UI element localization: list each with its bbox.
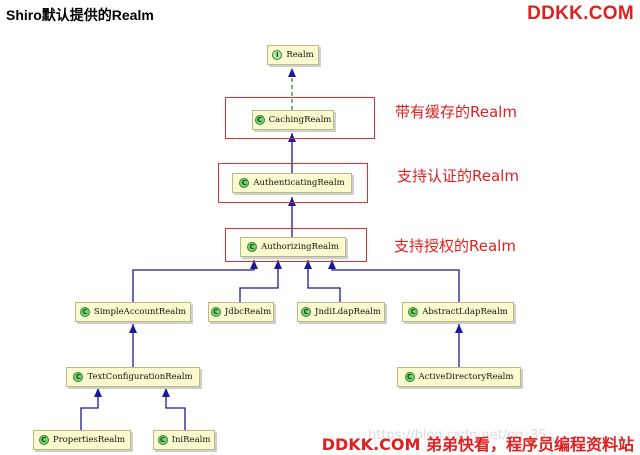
class-node-jndi-ldap-realm[interactable]: C JndiLdapRealm (297, 302, 385, 322)
class-node-label: AuthorizingRealm (261, 242, 339, 252)
extends-edge-simple-account (132, 260, 258, 302)
extends-edge-abstract-ldap (328, 260, 460, 302)
authenticating-annotation: 支持认证的Realm (397, 167, 519, 185)
class-node-label: CachingRealm (268, 115, 332, 125)
class-icon: C (301, 307, 312, 317)
watermark-url: https://blog.csdn.net/qq_35... (368, 428, 560, 443)
class-icon: C (157, 435, 168, 445)
class-node-label: AbstractLdapRealm (422, 307, 508, 317)
extends-edge-jdbc (239, 260, 282, 302)
class-node-text-configuration-realm[interactable]: C TextConfigurationRealm (66, 367, 200, 387)
class-node-label: TextConfigurationRealm (87, 372, 193, 382)
footer-banner: DDKK.COM 弟弟快看，程序员编程资料站 (322, 431, 634, 455)
authorizing-highlight-box (225, 228, 367, 262)
extends-edge-jndi-ldap (304, 260, 341, 302)
class-node-realm[interactable]: I Realm (267, 45, 319, 65)
class-icon: C (210, 307, 221, 317)
class-node-label: JdbcRealm (224, 307, 272, 317)
class-icon: C (408, 307, 419, 317)
footer-tagline: 弟弟快看，程序员编程资料站 (420, 435, 634, 454)
class-node-label: IniRealm (171, 435, 211, 445)
class-node-simple-account-realm[interactable]: C SimpleAccountRealm (75, 302, 191, 322)
caching-annotation: 带有缓存的Realm (395, 103, 517, 121)
extends-edge-ini (162, 388, 186, 430)
brand-logo: DDKK.COM (527, 3, 634, 24)
page-title: Shiro默认提供的Realm (6, 7, 154, 23)
authorizing-annotation: 支持授权的Realm (394, 237, 516, 255)
class-node-label: PropertiesRealm (52, 435, 126, 445)
class-icon: C (73, 372, 84, 382)
class-node-caching-realm[interactable]: C CachingRealm (252, 110, 334, 130)
class-icon: C (404, 372, 415, 382)
class-node-jdbc-realm[interactable]: C JdbcRealm (208, 302, 274, 322)
class-node-authenticating-realm[interactable]: C AuthenticatingRealm (232, 173, 352, 193)
class-node-label: JndiLdapRealm (315, 307, 381, 317)
class-icon: C (79, 307, 90, 317)
footer-brand: DDKK.COM (321, 435, 421, 454)
class-node-label: AuthenticatingRealm (253, 178, 345, 188)
extends-edge-properties (80, 388, 102, 430)
class-node-ini-realm[interactable]: C IniRealm (153, 430, 215, 450)
class-node-label: Realm (286, 50, 314, 60)
class-node-label: SimpleAccountRealm (93, 307, 187, 317)
class-icon: C (247, 242, 258, 252)
class-node-label: ActiveDirectoryRealm (418, 372, 514, 382)
class-node-authorizing-realm[interactable]: C AuthorizingRealm (240, 237, 346, 257)
class-icon: C (239, 178, 250, 188)
class-icon: C (254, 115, 265, 125)
class-node-properties-realm[interactable]: C PropertiesRealm (33, 430, 131, 450)
caching-highlight-box (225, 97, 375, 139)
authenticating-highlight-box (218, 163, 368, 203)
class-icon: C (38, 435, 49, 445)
interface-icon: I (272, 50, 283, 60)
class-node-abstract-ldap-realm[interactable]: C AbstractLdapRealm (402, 302, 514, 322)
class-node-active-directory-realm[interactable]: C ActiveDirectoryRealm (397, 367, 521, 387)
